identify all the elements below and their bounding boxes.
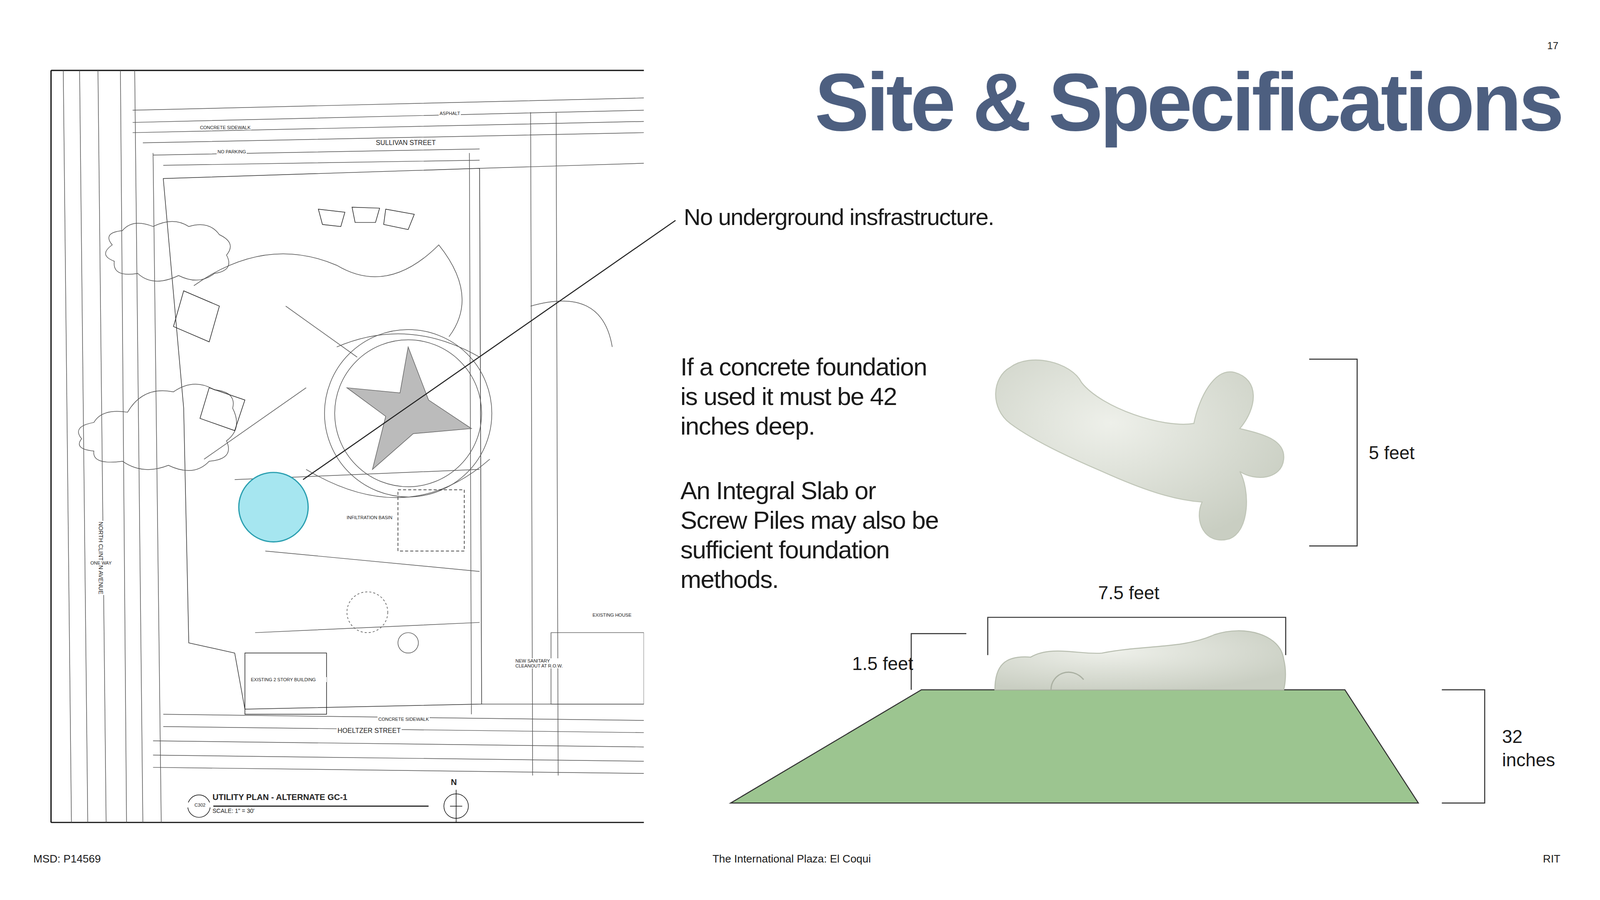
dimension-brackets	[911, 359, 1485, 803]
cad-label: CONCRETE SIDEWALK	[199, 125, 252, 130]
cad-label: ONE WAY	[89, 560, 113, 566]
coqui-side-view	[995, 630, 1286, 690]
cad-label: CONCRETE SIDEWALK	[377, 716, 430, 722]
dimension: 7.5 feet	[1066, 582, 1192, 604]
cad-label: EXISTING 2 STORY BUILDING	[250, 677, 327, 683]
note: An Integral Slab or Screw Piles may also…	[680, 475, 939, 595]
plan-title: UTILITY PLAN - ALTERNATE GC-1	[211, 792, 349, 803]
leader-line	[302, 220, 676, 480]
ground-trapezoid	[730, 690, 1419, 804]
slide-title: Site & Specifications	[814, 57, 1562, 148]
cad-label: ASPHALT	[438, 110, 461, 116]
dimension: 1.5 feet	[852, 653, 914, 675]
page-number: 17	[1525, 40, 1559, 52]
footer-text: MSD: P14569	[33, 852, 101, 866]
coqui-top-view	[995, 360, 1285, 540]
plan-scale: SCALE: 1" = 30'	[211, 807, 256, 815]
north-arrow: N	[450, 777, 458, 788]
dimension: 5 feet	[1368, 442, 1415, 464]
cad-label: INFILTRATION BASIN	[345, 515, 394, 520]
site-plan	[50, 70, 644, 823]
sheet-number: C302	[186, 802, 214, 808]
site-location	[238, 472, 309, 543]
street-name: SULLIVAN STREET	[375, 139, 437, 147]
cad-label: EXISTING HOUSE	[591, 612, 633, 618]
note: No underground insfrastructure.	[683, 203, 994, 231]
cad-label: NO PARKING	[216, 149, 247, 155]
footer-text: The International Plaza: El Coqui	[625, 852, 959, 866]
note: If a concrete foundation is used it must…	[680, 352, 939, 441]
street-name: NORTH CLINTON AVENUE	[97, 520, 105, 595]
cad-label: NEW SANITARY CLEANOUT AT R.O.W.	[514, 658, 575, 669]
street-name: HOELTZER STREET	[336, 727, 402, 735]
dimension: 32 inches	[1502, 725, 1573, 772]
footer-text: RIT	[1500, 852, 1561, 866]
